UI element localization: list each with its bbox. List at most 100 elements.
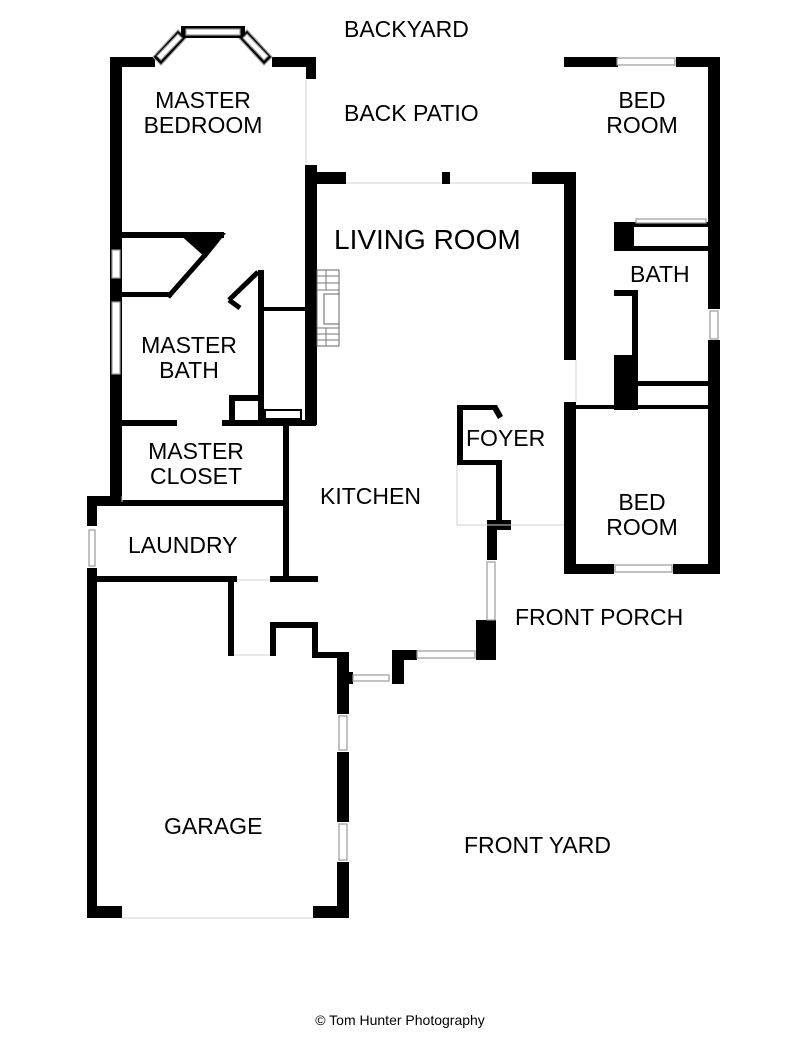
wall-garage-step-d: [312, 652, 342, 658]
wall-bath-south: [638, 381, 708, 386]
wall-laundry-south-a: [97, 576, 237, 582]
window-kitchen-a: [352, 674, 390, 682]
label-master-bath-line1: MASTER: [141, 332, 237, 358]
windows: [88, 26, 719, 861]
wall-tick: [566, 248, 572, 252]
label-front-yard: FRONT YARD: [464, 832, 611, 858]
wall-living-east: [564, 172, 576, 360]
label-master-bedroom-line2: BEDROOM: [143, 111, 263, 138]
label-master-closet-line2: CLOSET: [149, 462, 243, 489]
label-master-bath-line2: BATH: [159, 356, 219, 383]
window-bay-top: [185, 28, 241, 36]
label-living-room: LIVING ROOM: [334, 224, 521, 255]
wall-bath-shower: [614, 290, 638, 296]
wall-master-west: [110, 57, 122, 502]
wall-entry-c: [392, 650, 417, 660]
wall-laundry-south-b: [270, 576, 318, 582]
label-bedroom-bottom-line1: BED: [618, 489, 666, 515]
window-laundry: [88, 529, 96, 567]
window-bath-west: [111, 249, 121, 279]
window-kitchen-b: [416, 650, 476, 659]
wall-bath-shelf: [122, 292, 172, 297]
wall-garage-inner-b: [228, 650, 234, 656]
wall-garage-east-b: [337, 752, 349, 822]
label-master-bedroom-line1: MASTER: [155, 87, 251, 113]
wall-garage-west: [87, 568, 97, 918]
label-bedroom-top: BED ROOM: [597, 88, 687, 138]
label-master-bedroom: MASTER BEDROOM: [143, 88, 263, 138]
wall-bath-south-a: [122, 420, 177, 426]
label-master-closet: MASTER CLOSET: [136, 439, 256, 489]
wall-master-north-b: [272, 57, 316, 67]
label-front-porch: FRONT PORCH: [515, 604, 684, 630]
window-garage-b: [338, 823, 348, 861]
wall-bath-nw: [614, 222, 634, 250]
wall-laundry-north: [87, 496, 122, 506]
window-bath-top: [635, 218, 707, 224]
wall-garage-east-c: [337, 862, 349, 918]
wall-closet-south: [122, 500, 286, 506]
wall-hall-divider: [264, 307, 306, 311]
window-bay-right: [242, 33, 269, 61]
walls: [87, 57, 720, 918]
wall-bath-top: [122, 232, 224, 238]
wall-living-north-b: [442, 172, 450, 184]
wall-bath-south-b: [222, 420, 316, 426]
label-bedroom-bottom: BED ROOM: [597, 490, 687, 540]
label-bedroom-bottom-line2: ROOM: [606, 513, 678, 540]
label-master-bath: MASTER BATH: [129, 333, 249, 383]
window-hall: [264, 409, 302, 420]
label-back-patio: BACK PATIO: [344, 100, 479, 126]
wall-living-north-c: [532, 172, 574, 184]
wall-foyer-top: [457, 405, 493, 410]
wall-vanity-stub: [227, 297, 242, 311]
wall-garage-step-a: [270, 622, 276, 656]
wall-master-east: [305, 165, 317, 425]
label-bedroom-top-line2: ROOM: [606, 111, 678, 138]
wall-wing-south-b: [673, 564, 720, 574]
wall-bath-east: [258, 270, 264, 425]
wall-entry-e: [487, 526, 497, 560]
window-bedroom-top: [616, 57, 676, 66]
photo-credit: © Tom Hunter Photography: [315, 1012, 485, 1028]
fireplace-hearth: [316, 269, 340, 347]
wall-wing-west-b: [564, 402, 576, 574]
wall-bath-mid: [614, 246, 708, 251]
thin-walls: [166, 253, 260, 311]
wall-garage-step-b: [270, 622, 316, 628]
label-kitchen: KITCHEN: [320, 483, 421, 509]
light-lines: [121, 80, 577, 919]
fireplace: [316, 269, 340, 347]
wall-bath-step: [229, 395, 235, 425]
wall-vanity-diagonal: [227, 270, 260, 302]
wall-wing-south-a: [564, 564, 614, 574]
label-foyer: FOYER: [466, 425, 546, 451]
label-garage: GARAGE: [164, 813, 263, 839]
wall-garage-south-b: [313, 906, 349, 918]
wall-bath-step-top: [230, 395, 258, 401]
label-bedroom-top-line1: BED: [618, 87, 666, 113]
label-laundry: LAUNDRY: [128, 532, 238, 558]
label-bath: BATH: [630, 261, 690, 287]
wall-hall-bedroom: [576, 405, 708, 409]
wall-laundry-nw: [87, 496, 97, 526]
label-master-closet-line1: MASTER: [148, 438, 244, 464]
wall-garage-step-c: [312, 622, 318, 656]
wall-foyer-west: [457, 405, 463, 465]
wall-foyer-mid: [457, 460, 499, 465]
wall-foyer-east: [496, 460, 502, 525]
window-bay-left: [156, 33, 183, 61]
label-backyard: BACKYARD: [344, 16, 469, 42]
wall-wing-east-b: [708, 340, 720, 574]
wall-garage-south-a: [87, 906, 122, 918]
window-bath-west-b: [111, 301, 121, 375]
wall-wing-east-a: [708, 57, 720, 309]
window-garage-a: [338, 715, 348, 751]
wall-bath-chase: [614, 355, 638, 410]
wall-foyer-door: [490, 405, 503, 419]
wall-wing-north-b: [676, 57, 720, 67]
wall-bath-north: [614, 222, 708, 227]
wall-garage-inner-a: [228, 580, 234, 655]
wall-wing-north-a: [564, 57, 618, 67]
